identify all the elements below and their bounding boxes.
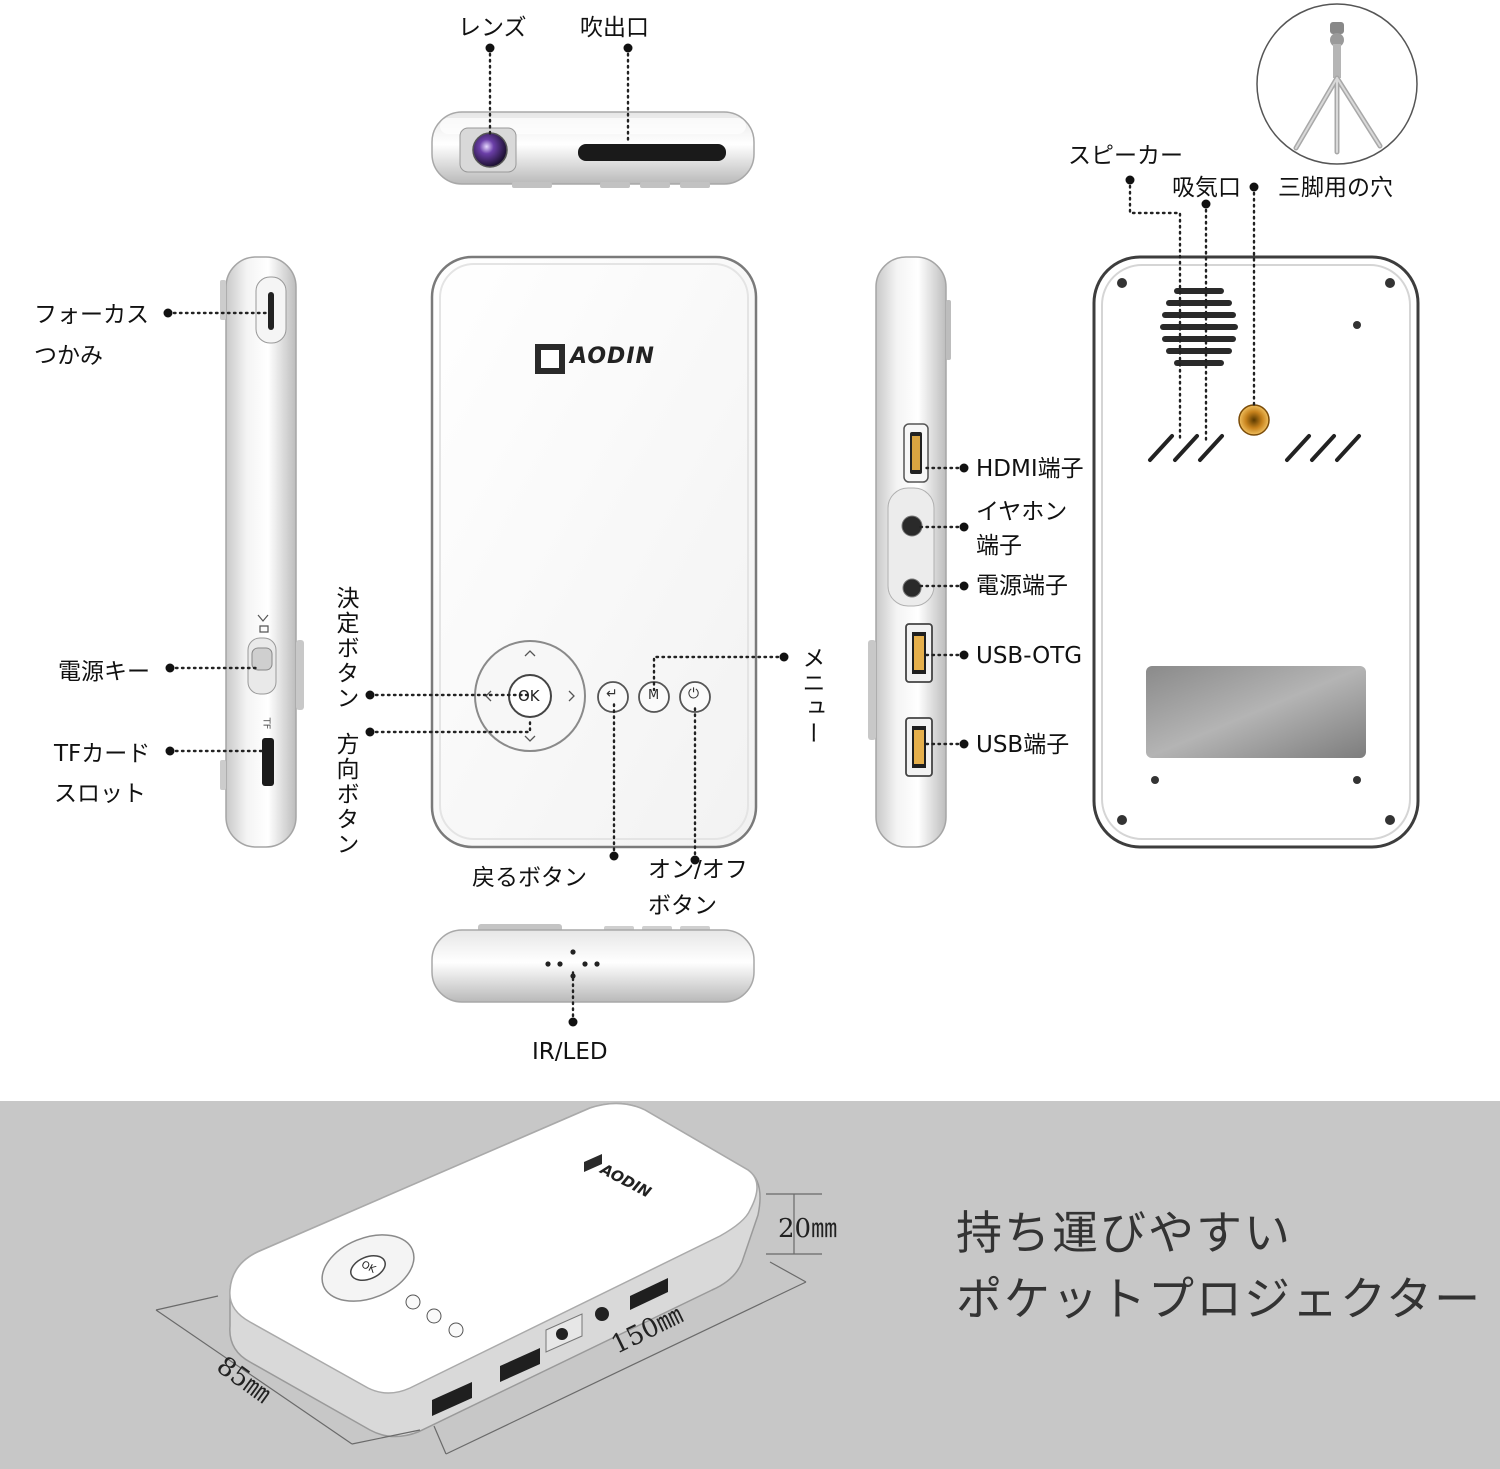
chevron-up-icon <box>524 650 536 657</box>
front-view-device <box>430 255 758 849</box>
tagline-line1: 持ち運びやすい <box>956 1206 1292 1260</box>
label-enter-button: 決定ボタン <box>332 586 358 711</box>
focus-knob <box>268 292 274 330</box>
label-menu: メニュー <box>798 646 824 746</box>
power-button-shape[interactable] <box>679 681 711 713</box>
right-side-device <box>868 256 951 848</box>
speaker-grille <box>1160 285 1238 369</box>
label-lens: レンズ <box>458 15 527 41</box>
label-earphone-line2: 端子 <box>976 533 1022 559</box>
tf-card-slot <box>262 738 274 786</box>
power-slide-key <box>251 647 273 671</box>
label-onoff-line2: ボタン <box>648 893 717 919</box>
chevron-right-icon <box>568 690 575 702</box>
label-power-key: 電源キー <box>58 659 150 685</box>
earphone-jack <box>901 515 923 537</box>
label-ir-led: IR/LED <box>532 1039 608 1065</box>
intake-vents <box>1148 434 1361 462</box>
label-usb-otg: USB-OTG <box>976 643 1083 669</box>
label-focus-line2: つかみ <box>34 343 103 369</box>
label-usb: USB端子 <box>976 732 1070 758</box>
label-focus-line1: フォーカス <box>34 302 149 328</box>
label-onoff-line1: オン/オフ <box>648 857 748 883</box>
label-hdmi: HDMI端子 <box>976 456 1084 482</box>
tripod-hole <box>1238 404 1270 436</box>
label-earphone-line1: イヤホン <box>976 499 1068 525</box>
brand-logo-text: AODIN <box>570 344 655 369</box>
tagline-line2: ポケットプロジェクター <box>956 1272 1483 1326</box>
left-side-device <box>220 256 304 848</box>
label-tripod-hole: 三脚用の穴 <box>1278 175 1393 201</box>
back-icon[interactable]: ↵ <box>606 686 618 702</box>
power-icon[interactable]: ⏻ <box>688 686 700 702</box>
leader-lines <box>166 46 1256 1024</box>
menu-icon[interactable]: M <box>648 688 660 703</box>
label-intake: 吸気口 <box>1172 175 1241 201</box>
label-direction-button: 方向ボタン <box>332 732 358 857</box>
label-speaker: スピーカー <box>1068 143 1183 169</box>
label-exhaust: 吹出口 <box>580 15 649 41</box>
dimension-lines <box>155 1193 822 1455</box>
label-tf-line2: スロット <box>54 781 146 807</box>
dimension-height: 20㎜ <box>778 1214 838 1244</box>
bottom-view-device <box>431 924 755 1003</box>
remote-icon <box>257 614 269 633</box>
label-back-button: 戻るボタン <box>472 865 587 891</box>
label-tf-line1: TFカード <box>54 741 151 767</box>
lens-icon <box>472 132 508 168</box>
ir-led-dots <box>545 949 600 979</box>
exhaust-vent <box>578 144 726 161</box>
perspective-device <box>229 1102 761 1438</box>
chevron-down-icon <box>524 735 536 742</box>
power-jack <box>902 578 922 598</box>
top-view-device <box>431 111 755 188</box>
tf-mark: TF <box>260 717 272 730</box>
tripod-icon <box>1256 3 1418 165</box>
usb-port-3d <box>432 1382 472 1416</box>
rear-panel-window <box>1146 666 1366 758</box>
label-power-port: 電源端子 <box>976 573 1068 599</box>
leader-endpoints <box>163 43 1259 1027</box>
back-view-device <box>1092 255 1420 849</box>
ok-button-label[interactable]: OK <box>518 687 540 705</box>
